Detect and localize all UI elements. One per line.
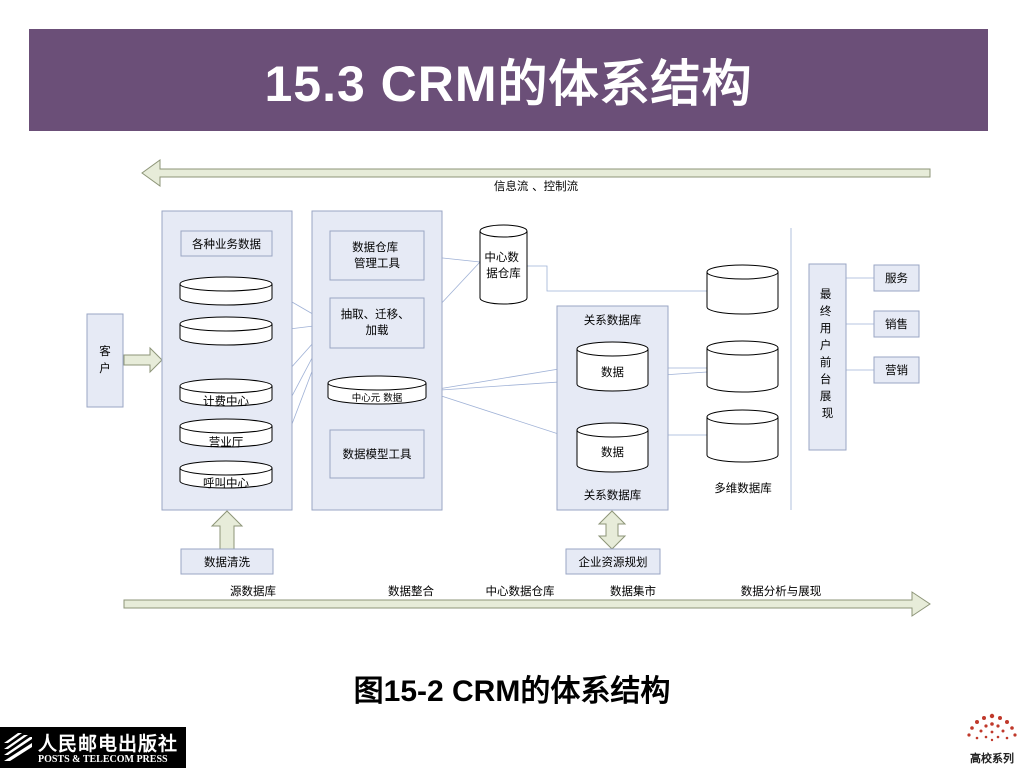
relational-db-panel xyxy=(556,305,669,511)
series-label: 高校系列 xyxy=(970,752,1014,765)
etl-line-1: 抽取、迁移、 xyxy=(341,307,410,321)
publisher-name-cn: 人民邮电出版社 xyxy=(38,733,179,755)
relational-db-title-bottom: 关系数据库 xyxy=(584,488,642,502)
figure-caption: 图15-2 CRM的体系结构 xyxy=(353,675,671,708)
etl-line-2: 加载 xyxy=(366,323,389,337)
frontend-char: 台 xyxy=(820,372,832,386)
dw-tools-line-2: 管理工具 xyxy=(354,256,400,270)
multidim-db-1 xyxy=(706,264,779,315)
frontend-char: 户 xyxy=(820,338,832,352)
business-data-box xyxy=(180,230,273,257)
business-hall-label: 营业厅 xyxy=(209,435,244,449)
frontend-box xyxy=(808,263,847,451)
customer-arrow xyxy=(123,346,163,374)
model-tools-box xyxy=(329,429,425,479)
dw-tools-box xyxy=(329,230,425,281)
series-dots-icon xyxy=(967,713,1017,742)
source-db-1 xyxy=(179,276,273,306)
stage-flow-arrow xyxy=(123,591,931,617)
output-service-box xyxy=(873,264,920,292)
stage-label: 中心数据仓库 xyxy=(486,584,555,598)
central-dw-line-2: 据仓库 xyxy=(486,266,521,280)
output-marketing-box xyxy=(873,356,920,384)
stage-label: 数据集市 xyxy=(610,584,656,598)
publisher-stripes-icon xyxy=(4,733,32,761)
stage-label: 数据分析与展现 xyxy=(741,584,822,598)
business-hall-db xyxy=(179,418,273,448)
central-dw-line-1: 中心数 xyxy=(484,250,519,264)
multidim-db-3 xyxy=(706,409,779,463)
customer-label-char: 客 xyxy=(99,344,111,358)
billing-center-db xyxy=(179,378,273,407)
call-center-db xyxy=(179,460,273,489)
frontend-char: 用 xyxy=(820,321,832,335)
relational-db-1-label: 数据 xyxy=(601,365,624,379)
call-center-label: 呼叫中心 xyxy=(203,476,249,490)
output-marketing-label: 营销 xyxy=(885,363,908,377)
erp-arrow xyxy=(597,510,627,550)
etl-box xyxy=(329,297,425,349)
frontend-char: 前 xyxy=(820,355,832,369)
publisher-name-en: POSTS & TELECOM PRESS xyxy=(38,754,168,765)
model-tools-label: 数据模型工具 xyxy=(343,447,412,461)
output-sales-box xyxy=(873,310,920,338)
relational-db-2 xyxy=(576,422,649,473)
customer-label-char: 户 xyxy=(99,361,111,375)
info-flow-label: 信息流 、控制流 xyxy=(494,179,579,193)
dw-tools-line-1: 数据仓库 xyxy=(352,240,398,254)
cleaning-arrow xyxy=(210,510,244,550)
series-logo: 高校系列 xyxy=(962,710,1022,766)
central-dw-label: 中心数 据仓库 xyxy=(484,250,522,280)
metadata-db xyxy=(327,375,427,405)
source-db-2 xyxy=(179,316,273,346)
title-bar: 15.3 CRM的体系结构 xyxy=(29,29,988,131)
relational-db-title-top: 关系数据库 xyxy=(584,313,642,327)
business-data-label: 各种业务数据 xyxy=(192,237,261,251)
frontend-char: 终 xyxy=(820,304,832,318)
billing-center-label: 计费中心 xyxy=(203,394,249,408)
info-flow-arrow xyxy=(141,159,931,187)
frontend-char: 现 xyxy=(822,406,834,420)
frontend-char: 展 xyxy=(820,389,832,403)
publisher-logo: 人民邮电出版社 POSTS & TELECOM PRESS xyxy=(0,727,186,768)
frontend-char: 最 xyxy=(820,287,832,301)
erp-box xyxy=(565,548,661,575)
source-data-panel xyxy=(161,210,293,511)
relational-db-2-label: 数据 xyxy=(601,445,624,459)
central-dw-db xyxy=(479,224,528,305)
etl-label: 抽取、迁移、 加载 xyxy=(341,307,414,337)
multidim-db-label: 多维数据库 xyxy=(714,481,772,495)
dw-tools-label: 数据仓库 管理工具 xyxy=(352,240,402,270)
page-title: 15.3 CRM的体系结构 xyxy=(264,56,753,112)
multidim-db-2 xyxy=(706,340,779,393)
output-service-label: 服务 xyxy=(885,271,908,285)
output-sales-label: 销售 xyxy=(885,317,908,331)
customer-label: 客户 xyxy=(99,344,111,375)
customer-box xyxy=(86,313,124,408)
stage-label: 数据整合 xyxy=(388,584,434,598)
data-cleaning-label: 数据清洗 xyxy=(204,555,250,569)
stage-label: 源数据库 xyxy=(230,584,276,598)
frontend-label: 最 终 用 户 前 台 展 现 xyxy=(820,287,835,420)
data-cleaning-box xyxy=(180,548,274,575)
metadata-label: 中心元 数据 xyxy=(352,392,403,404)
erp-label: 企业资源规划 xyxy=(579,555,648,569)
relational-db-1 xyxy=(576,341,649,392)
